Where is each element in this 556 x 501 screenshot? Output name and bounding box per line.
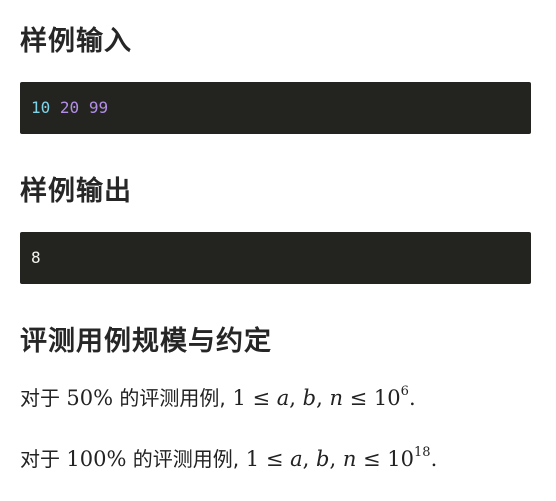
code-space	[50, 98, 60, 117]
math-period: .	[430, 447, 438, 471]
math-comma: ,	[316, 386, 330, 410]
constraint-percent: 50%	[66, 386, 114, 410]
math-var-n: n	[329, 386, 343, 410]
constraint-line-50-percent: 对于 50% 的评测用例, 1 ≤ a, b, n ≤ 106.	[20, 383, 416, 413]
constraint-middle: 的评测用例,	[113, 386, 226, 410]
constraint-line-100-percent: 对于 100% 的评测用例, 1 ≤ a, b, n ≤ 1018.	[20, 444, 437, 474]
code-token: 10	[31, 98, 51, 117]
math-comma: ,	[302, 447, 316, 471]
math-relation: ≤ 10	[356, 447, 415, 471]
math-var-b: b	[302, 386, 317, 410]
math-var-b: b	[316, 447, 330, 471]
sample-input-heading: 样例输入	[20, 26, 132, 57]
code-space	[79, 98, 89, 117]
constraint-percent: 100%	[66, 447, 127, 471]
math-var-a: a	[290, 447, 303, 471]
code-token: 20	[59, 98, 80, 117]
math-var-a: a	[276, 386, 290, 410]
math-lead: 1 ≤	[239, 447, 291, 471]
sample-output-code-block[interactable]: 8	[20, 232, 531, 284]
math-period: .	[408, 386, 416, 410]
math-relation: ≤ 10	[342, 386, 401, 410]
constraint-prefix: 对于	[20, 447, 67, 471]
math-exponent: 6	[400, 384, 409, 399]
code-token: 99	[88, 98, 109, 117]
math-lead: 1 ≤	[225, 386, 277, 410]
constraints-heading: 评测用例规模与约定	[20, 326, 272, 357]
sample-input-code-block[interactable]: 10 20 99	[20, 82, 531, 134]
math-var-n: n	[342, 447, 357, 471]
code-token: 8	[31, 248, 41, 267]
constraint-prefix: 对于	[20, 386, 67, 410]
constraint-middle: 的评测用例,	[126, 447, 240, 471]
math-exponent: 18	[414, 445, 431, 460]
math-comma: ,	[329, 447, 343, 471]
sample-output-heading: 样例输出	[20, 176, 132, 207]
math-comma: ,	[289, 386, 303, 410]
